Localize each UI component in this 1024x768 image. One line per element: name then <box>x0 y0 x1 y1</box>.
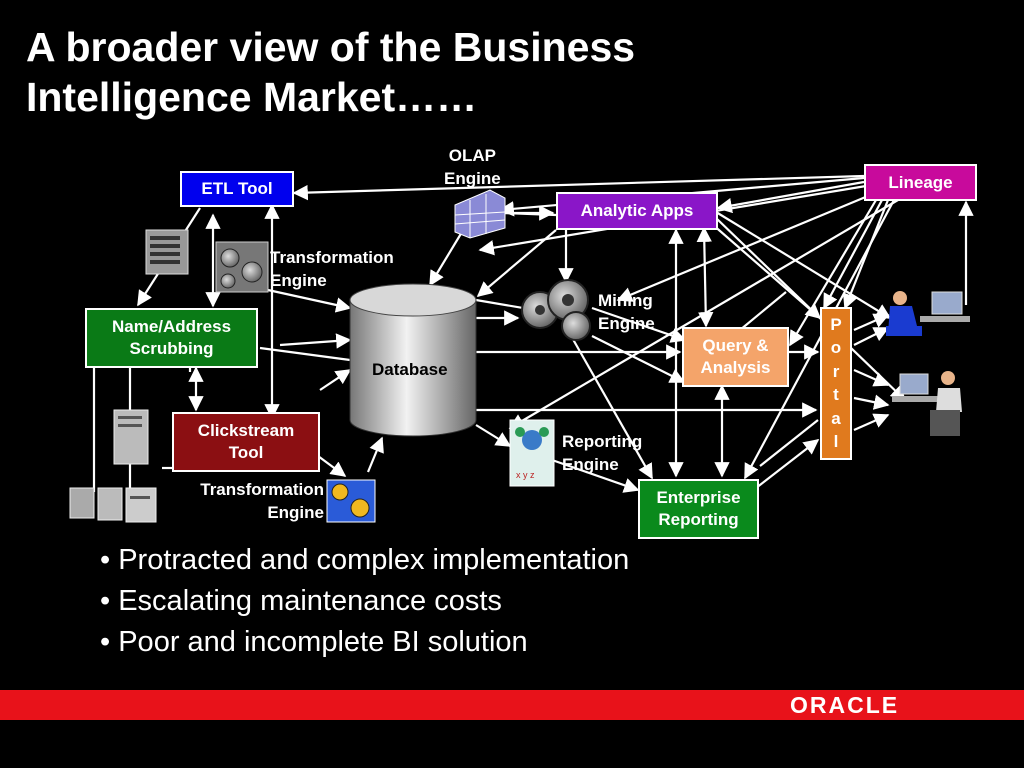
reporting-label-2: Engine <box>562 455 619 474</box>
oracle-logo: ORACLE <box>790 692 900 718</box>
name-address-label-2: Scrubbing <box>129 339 214 358</box>
enterprise-reporting-box: Enterprise Reporting <box>638 479 759 539</box>
footer-bar <box>0 690 1024 720</box>
mining-label-1: Mining <box>598 291 653 310</box>
bullet-item: • Protracted and complex implementation <box>100 544 630 576</box>
transformation-engine-bottom-icon <box>326 479 376 523</box>
portal-letter: r <box>832 361 840 381</box>
olap-label-1: OLAP <box>448 146 496 165</box>
enterprise-label-1: Enterprise <box>656 488 741 507</box>
clickstream-label-1: Clickstream <box>197 421 295 440</box>
query-label-2: Analysis <box>700 358 771 377</box>
transformation-engine-bottom-label: Transformation Engine <box>180 478 324 524</box>
database-label: Database <box>372 360 448 379</box>
portal-letter: P <box>830 314 842 334</box>
lineage-label: Lineage <box>888 172 953 192</box>
mining-label-2: Engine <box>598 314 655 333</box>
portal-letter: l <box>833 432 839 452</box>
slide-title: A broader view of the Business Intellige… <box>26 22 986 122</box>
portal-box: P o r t a l <box>820 307 852 460</box>
analytic-apps-label: Analytic Apps <box>580 201 694 220</box>
portal-letter: a <box>831 408 841 428</box>
portal-letter: o <box>830 338 842 358</box>
slide-title-line-2: Intelligence Market…… <box>26 74 478 120</box>
query-label-1: Query & <box>702 336 769 355</box>
bullet-item: • Escalating maintenance costs <box>100 585 502 617</box>
analytic-apps-box: Analytic Apps <box>556 192 718 230</box>
transformation-top-label-1: Transformation <box>270 248 394 267</box>
enterprise-label-2: Reporting <box>658 510 739 529</box>
reporting-engine-icon: x y z <box>509 419 555 487</box>
name-address-scrubbing-box: Name/Address Scrubbing <box>85 308 258 368</box>
clickstream-tool-box: Clickstream Tool <box>172 412 320 472</box>
mining-engine-gears-icon <box>521 279 591 341</box>
user-workstation-icon-1 <box>886 291 970 336</box>
query-analysis-box: Query & Analysis <box>682 327 789 387</box>
mining-engine-label: Mining Engine <box>598 289 655 335</box>
svg-text:x y z: x y z <box>516 470 535 480</box>
clickstream-label-2: Tool <box>228 443 264 462</box>
lineage-box: Lineage <box>864 164 977 201</box>
slide-title-line-1: A broader view of the Business <box>26 24 636 70</box>
reporting-label-1: Reporting <box>562 432 643 451</box>
reporting-engine-label: Reporting Engine <box>562 430 642 476</box>
bullet-list: • Protracted and complex implementation … <box>100 540 629 663</box>
olap-cube-icon <box>454 189 506 239</box>
bullet-item: • Poor and incomplete BI solution <box>100 626 528 658</box>
etl-tool-label: ETL Tool <box>201 179 273 198</box>
tower-server-icon <box>113 409 149 465</box>
transformation-bottom-label-2: Engine <box>267 503 324 522</box>
transformation-top-label-2: Engine <box>270 271 327 290</box>
database-cylinder-shape <box>349 283 477 437</box>
name-address-label-1: Name/Address <box>111 317 232 336</box>
transformation-engine-top-label: Transformation Engine <box>270 246 394 292</box>
server-cluster-icon <box>69 487 157 523</box>
server-rack-icon <box>145 229 189 275</box>
transformation-engine-top-icon <box>215 241 269 293</box>
etl-tool-box: ETL Tool <box>180 171 294 207</box>
transformation-bottom-label-1: Transformation <box>200 480 324 499</box>
olap-label-2: Engine <box>444 169 501 188</box>
portal-letter: t <box>833 385 839 405</box>
olap-engine-label: OLAP Engine <box>444 144 501 190</box>
user-workstation-icon-2 <box>892 371 962 436</box>
